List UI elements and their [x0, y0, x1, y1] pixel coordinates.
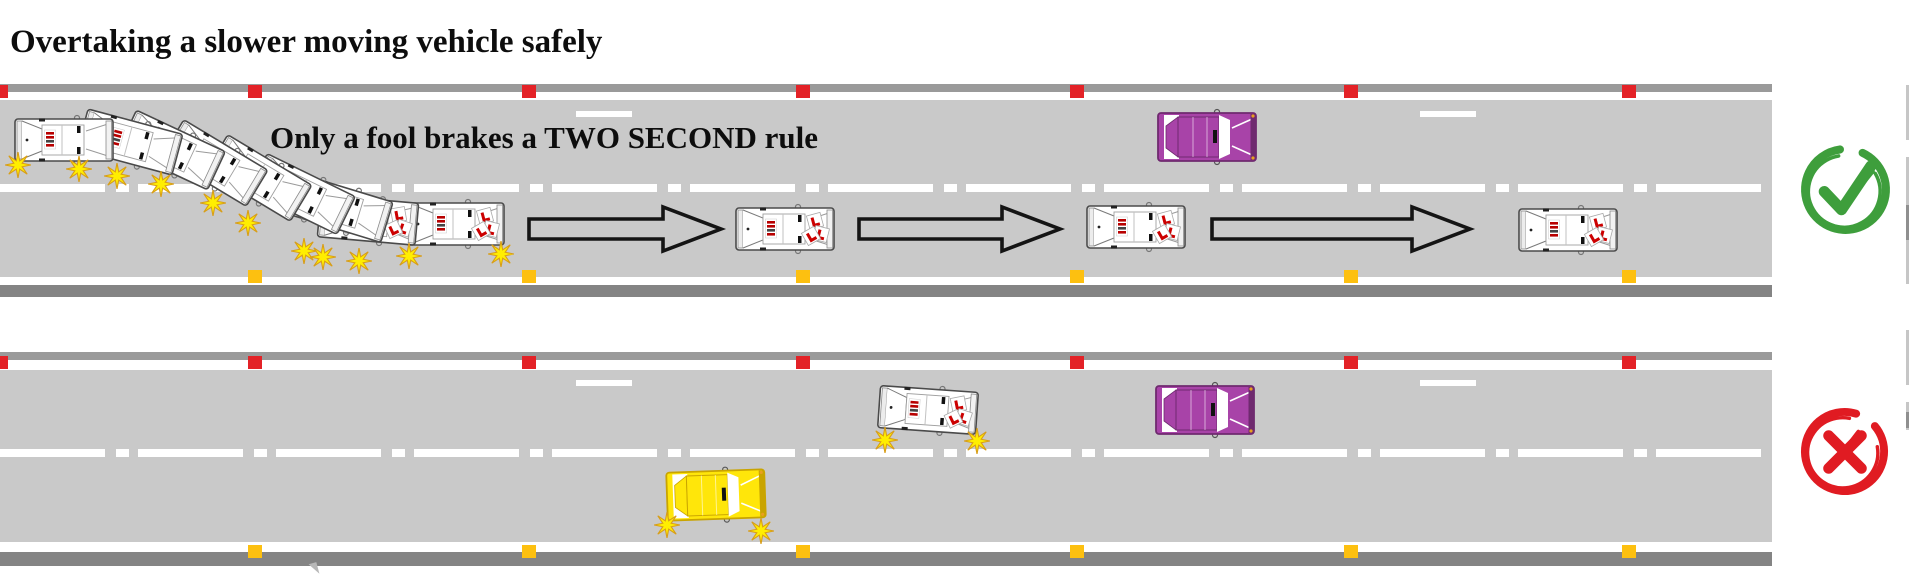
yellow-car	[665, 466, 767, 523]
yellow-stud-marker	[1070, 270, 1084, 283]
forward-arrow-icon	[527, 204, 727, 254]
indicator-flash-icon	[488, 241, 514, 267]
yellow-stud-marker	[796, 545, 810, 558]
red-stud-marker	[1344, 356, 1358, 369]
edge-hatch-dash	[576, 111, 632, 117]
edge-hatch-dash	[576, 380, 632, 386]
red-stud-marker	[0, 85, 8, 98]
road-edge-line	[0, 360, 1772, 370]
indicator-flash-icon	[964, 428, 990, 454]
yellow-stud-marker	[522, 270, 536, 283]
road-edge-line	[0, 277, 1772, 285]
page-edge-dashed-line	[1906, 85, 1909, 300]
page-edge-dash-dark	[1906, 205, 1909, 240]
indicator-flash-icon	[310, 244, 336, 270]
page-edge-dash-dark	[1906, 412, 1909, 428]
indicator-flash-icon	[104, 163, 130, 189]
road-edge-line	[0, 92, 1772, 100]
yellow-stud-marker	[796, 270, 810, 283]
learner-car	[877, 384, 980, 437]
learner-car	[14, 114, 114, 166]
indicator-flash-icon	[200, 190, 226, 216]
l-plates-icon	[383, 206, 413, 240]
forward-arrow-icon	[1210, 204, 1476, 254]
purple-car	[1157, 108, 1257, 166]
indicator-flash-icon	[748, 518, 774, 544]
centre-dashed-line	[0, 449, 1772, 457]
road-outer-verge	[0, 285, 1772, 297]
l-plates-icon	[470, 206, 500, 242]
red-stud-marker	[0, 356, 8, 369]
red-stud-marker	[1070, 85, 1084, 98]
centre-dashed-line	[0, 184, 1772, 192]
road-outer-verge	[0, 352, 1772, 360]
road-outer-verge	[0, 84, 1772, 92]
red-stud-marker	[1622, 356, 1636, 369]
two-second-rule-caption: Only a fool brakes a TWO SECOND rule	[270, 120, 819, 155]
yellow-stud-marker	[1622, 270, 1636, 283]
green-check-icon	[1797, 141, 1894, 238]
red-stud-marker	[248, 85, 262, 98]
l-plates-icon	[1151, 209, 1181, 245]
red-stud-marker	[522, 85, 536, 98]
edge-hatch-dash	[1420, 380, 1476, 386]
purple-car	[1155, 381, 1255, 439]
yellow-stud-marker	[1622, 545, 1636, 558]
indicator-flash-icon	[346, 248, 372, 274]
road-outer-verge	[0, 552, 1772, 566]
red-stud-marker	[1070, 356, 1084, 369]
l-plates-icon	[1583, 212, 1613, 248]
learner-car	[735, 203, 835, 255]
forward-arrow-icon	[857, 204, 1066, 254]
red-stud-marker	[796, 85, 810, 98]
indicator-flash-icon	[5, 152, 31, 178]
l-plates-icon	[800, 211, 830, 247]
yellow-stud-marker	[248, 270, 262, 283]
road-edge-line	[0, 542, 1772, 552]
l-plates-icon	[943, 395, 973, 429]
learner-car	[1518, 204, 1618, 256]
red-stud-marker	[248, 356, 262, 369]
indicator-flash-icon	[66, 156, 92, 182]
edge-hatch-dash	[1420, 111, 1476, 117]
yellow-stud-marker	[522, 545, 536, 558]
page-edge-dashed-line	[1906, 330, 1909, 430]
yellow-stud-marker	[1344, 270, 1358, 283]
indicator-flash-icon	[654, 512, 680, 538]
page-title: Overtaking a slower moving vehicle safel…	[10, 24, 603, 60]
indicator-flash-icon	[872, 427, 898, 453]
indicator-flash-icon	[396, 243, 422, 269]
red-stud-marker	[522, 356, 536, 369]
yellow-stud-marker	[1070, 545, 1084, 558]
indicator-flash-icon	[235, 210, 261, 236]
red-cross-icon	[1797, 404, 1892, 499]
red-stud-marker	[796, 356, 810, 369]
learner-car	[1086, 201, 1186, 253]
indicator-flash-icon	[148, 171, 174, 197]
yellow-stud-marker	[248, 545, 262, 558]
red-stud-marker	[1622, 85, 1636, 98]
red-stud-marker	[1344, 85, 1358, 98]
yellow-stud-marker	[1344, 545, 1358, 558]
